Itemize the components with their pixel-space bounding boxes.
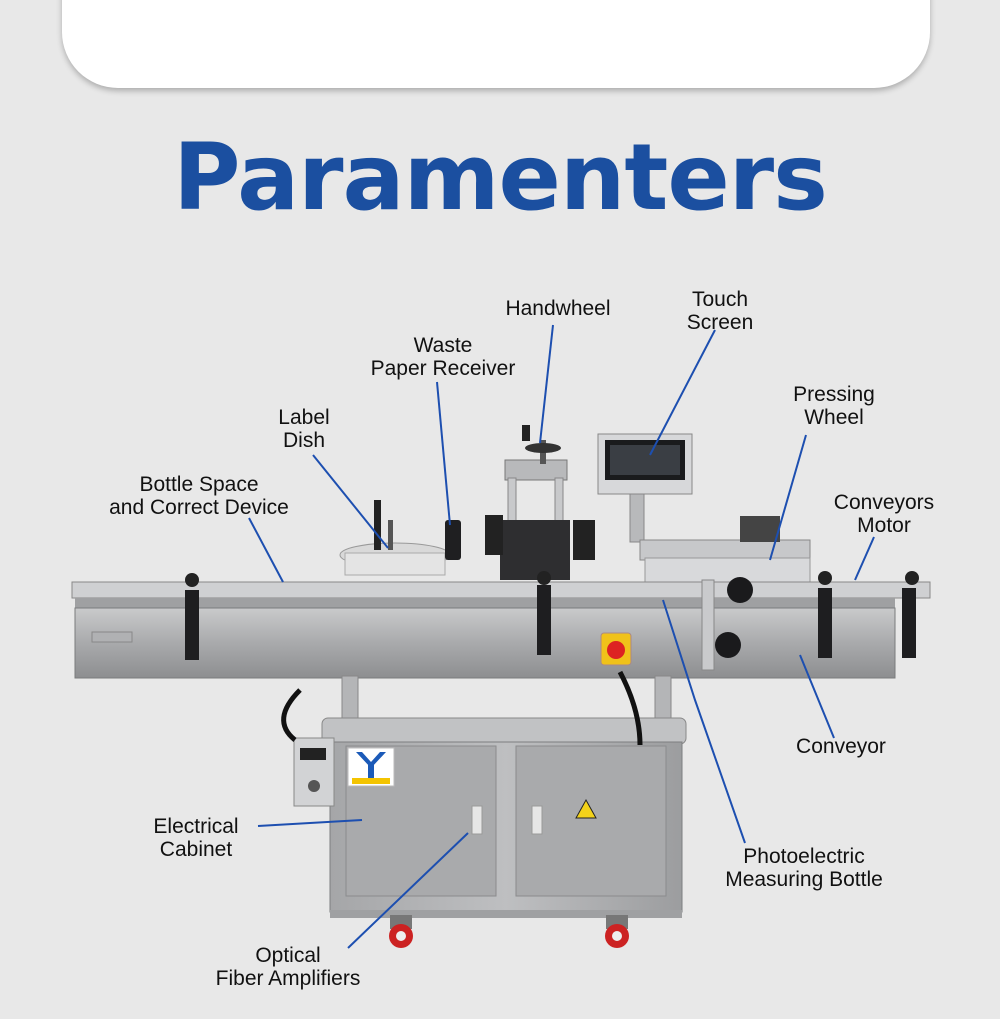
callout-label-dish: Label Dish: [278, 406, 330, 452]
callout-photoelectric: Photoelectric Measuring Bottle: [725, 845, 883, 891]
leader-electrical-cabinet: [257, 819, 363, 827]
leader-handwheel: [539, 324, 554, 444]
callout-conveyor: Conveyor: [796, 735, 886, 758]
leader-lines: [248, 324, 875, 949]
leader-pressing-wheel: [769, 434, 807, 561]
top-banner-card: [62, 0, 930, 88]
electrical-cabinet-part: [329, 741, 683, 913]
callout-waste-paper-receiver: Waste Paper Receiver: [370, 334, 516, 380]
labeling-head-tower: [485, 459, 595, 580]
callout-handwheel: Handwheel: [505, 297, 611, 320]
emergency-stop-part: [600, 632, 632, 666]
leader-conveyor: [799, 654, 835, 739]
handwheel-part: [522, 425, 561, 464]
callout-touch-screen: Touch Screen: [686, 288, 754, 334]
waste-paper-receiver-part: [445, 520, 461, 560]
conveyor-part: [71, 571, 931, 679]
callout-optical-fiber: Optical Fiber Amplifiers: [215, 944, 361, 990]
leader-touch-screen: [649, 329, 716, 456]
leader-optical-fiber: [347, 832, 469, 949]
label-dish-part: [339, 500, 451, 576]
callout-pressing-wheel: Pressing Wheel: [793, 383, 875, 429]
callout-bottle-space: Bottle Space and Correct Device: [109, 473, 289, 519]
touch-screen-part: [597, 433, 693, 543]
leader-label-dish: [312, 454, 389, 549]
leader-photoelectric: [662, 599, 746, 844]
leader-conveyors-motor: [854, 536, 875, 581]
leader-waste-paper: [436, 381, 451, 526]
caster-wheels: [389, 915, 629, 948]
callout-electrical-cabinet: Electrical Cabinet: [153, 815, 239, 861]
page-title: Paramenters: [173, 124, 828, 231]
callout-conveyors-motor: Conveyors Motor: [833, 491, 935, 537]
leader-bottle-space: [248, 517, 284, 583]
speed-controller-part: [293, 737, 335, 807]
